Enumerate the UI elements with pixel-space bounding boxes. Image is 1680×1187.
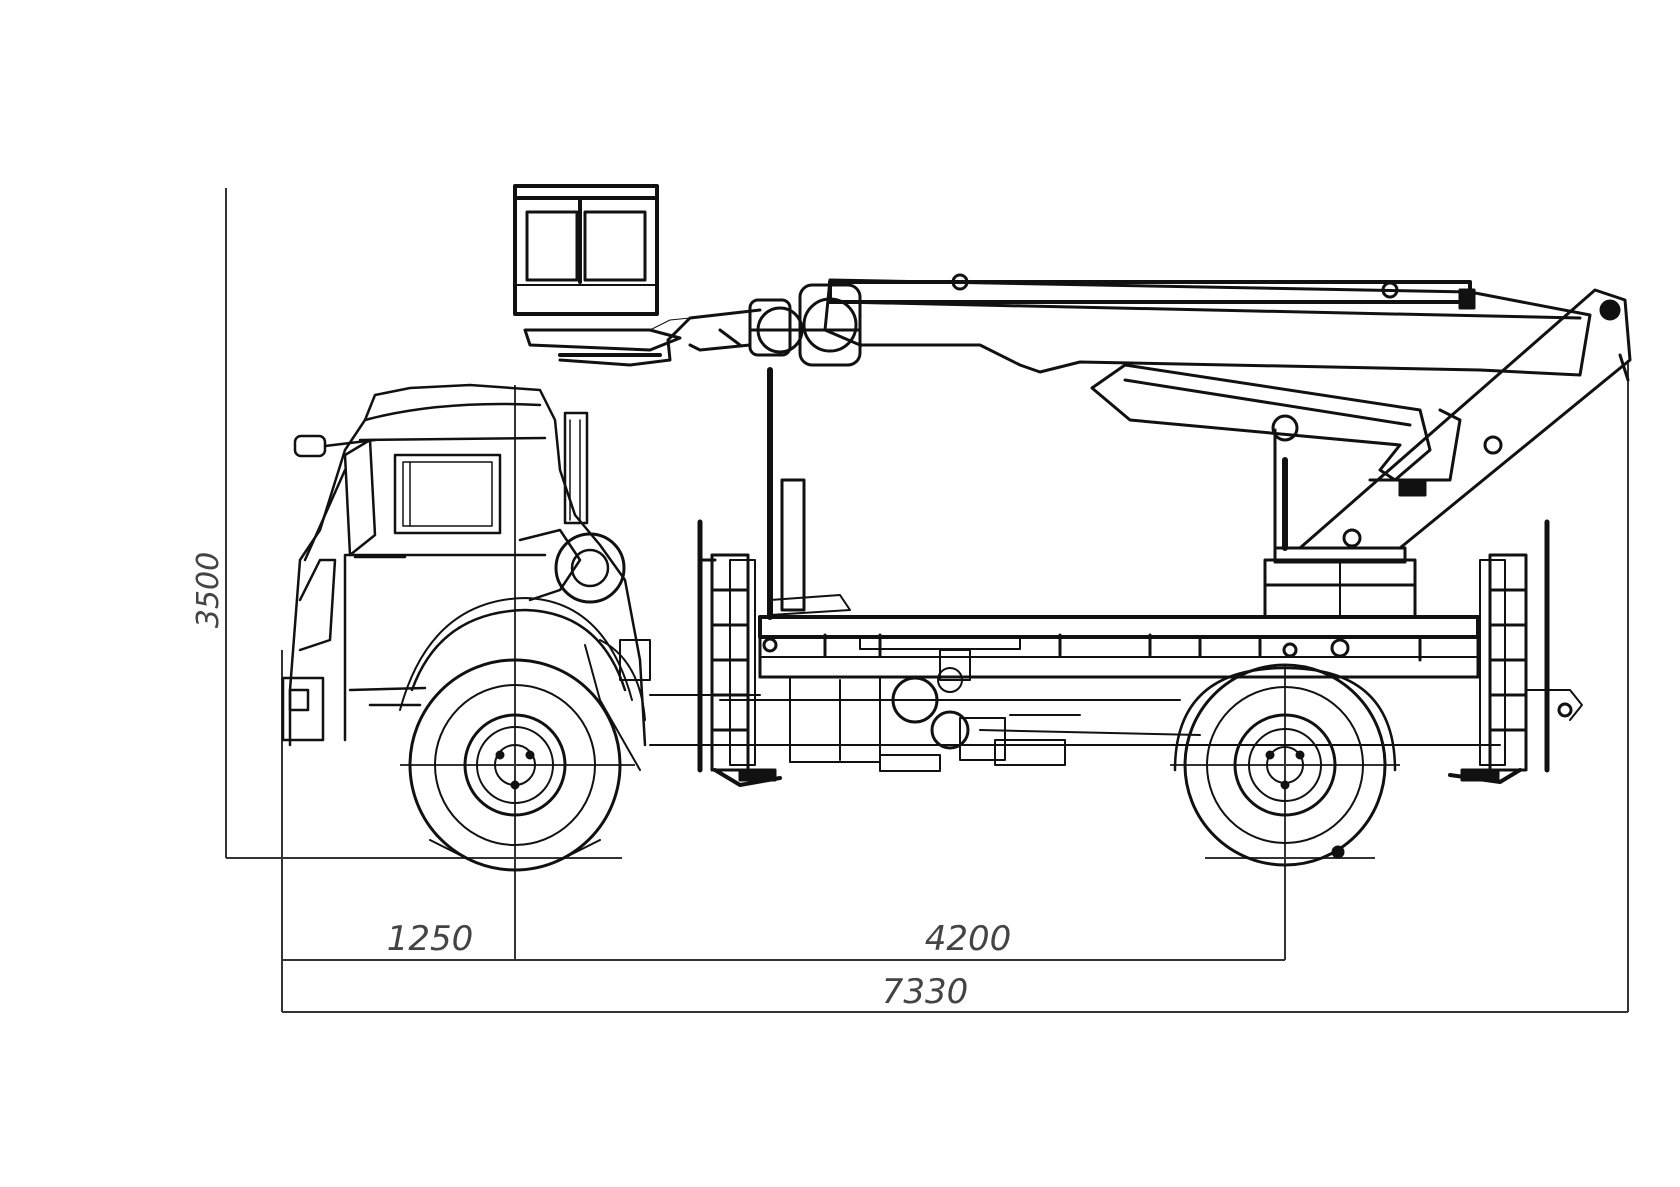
jib-arm (558, 308, 762, 367)
height-dim-label: 3500 (191, 552, 226, 628)
cab-window (393, 453, 502, 535)
chassis-frame (649, 615, 1501, 746)
dimension-labels: 3500 1250 4200 7330 (191, 552, 1011, 1012)
main-boom (823, 273, 1592, 377)
front-wheel (399, 597, 633, 872)
boom-rest-post (767, 367, 851, 620)
dimension-lines (225, 188, 1629, 1013)
spare-wheel (554, 532, 626, 604)
side-mirror (293, 434, 327, 458)
pump-unit (891, 676, 939, 724)
turntable (1263, 414, 1417, 619)
front-outrigger (697, 519, 782, 787)
bucket-floor (523, 328, 682, 352)
air-intake (563, 411, 589, 525)
hydraulic-tank (789, 676, 881, 763)
wheelbase-dim-label: 4200 (925, 919, 1012, 959)
subframe-top (758, 615, 1480, 639)
cab-door (343, 553, 547, 742)
lift-cylinder (1090, 363, 1462, 497)
under-frame-equipment (789, 649, 1081, 772)
cab (281, 383, 647, 747)
lower-boom-arm (1298, 288, 1632, 550)
rear-outrigger (1448, 519, 1583, 784)
front-bumper (281, 676, 325, 742)
overall-length-dim-label: 7330 (882, 972, 969, 1012)
front-fender (584, 639, 651, 771)
front-overhang-dim-label: 1250 (387, 919, 474, 959)
truck (281, 184, 1632, 872)
bucket-frame (513, 184, 659, 316)
rear-wheel (1173, 663, 1397, 867)
windshield (343, 438, 377, 557)
work-bucket (513, 184, 691, 357)
boom-head (748, 283, 862, 367)
